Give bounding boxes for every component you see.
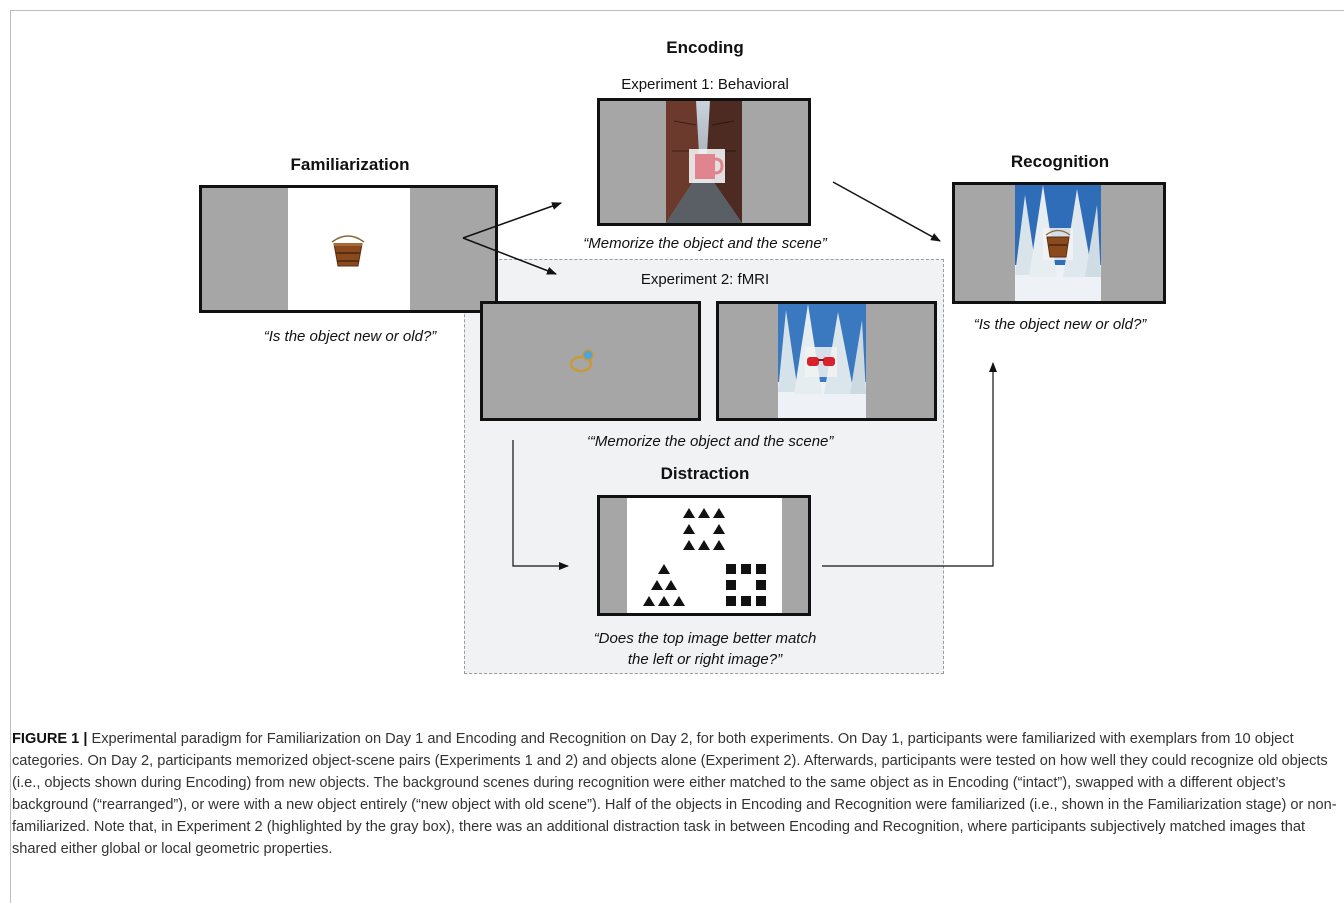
bucket-icon (1043, 228, 1073, 260)
square-shape (726, 596, 736, 606)
sunglasses-icon (805, 347, 837, 377)
triangle-shape (698, 540, 710, 550)
flow-arrows (462, 181, 997, 570)
frame-left-rule (10, 10, 11, 903)
square-shape (756, 596, 766, 606)
triangle-shape (658, 564, 670, 574)
recognition-prompt: “Is the object new or old?” (973, 316, 1147, 333)
arrow-familiarization-to-exp1 (462, 202, 562, 239)
frame-top-rule (10, 10, 1344, 11)
distraction-title: Distraction (660, 464, 750, 483)
figure-diagram: Encoding Experiment 1: Behavioral Famili… (199, 38, 1166, 674)
square-shape (741, 564, 751, 574)
right-stimulus (726, 564, 766, 606)
bucket-icon (331, 235, 365, 267)
arrow-exp2-to-distraction (512, 440, 569, 570)
square-shape (756, 580, 766, 590)
square-shape (726, 580, 736, 590)
experiment2-prompt: ‘“Memorize the object and the scene” (586, 433, 834, 450)
snow-forest-scene (778, 304, 866, 418)
distraction-prompt-line1: “Does the top image better match (593, 630, 817, 647)
triangle-shape (683, 508, 695, 518)
triangle-shape (651, 580, 663, 590)
experiment2-scene-screen (716, 301, 937, 421)
familiarization-screen (199, 185, 498, 313)
recognition-title: Recognition (1010, 152, 1110, 171)
distraction-prompt-line2: the left or right image?” (627, 651, 783, 668)
triangle-shape (698, 508, 710, 518)
square-shape (756, 564, 766, 574)
mug-icon (689, 149, 725, 183)
triangle-shape (683, 540, 695, 550)
triangle-shape (713, 524, 725, 534)
triangle-shape (683, 524, 695, 534)
familiarization-title: Familiarization (290, 155, 410, 174)
triangle-shape (713, 508, 725, 518)
left-stimulus (643, 564, 685, 606)
caption-text: Experimental paradigm for Familiarizatio… (12, 731, 1337, 857)
experiment1-encoding-screen (597, 98, 811, 226)
triangle-shape (643, 596, 655, 606)
square-shape (726, 564, 736, 574)
square-shape (741, 596, 751, 606)
experiment2-object-screen (480, 301, 701, 421)
distraction-screen (597, 495, 811, 616)
experiment1-label: Experiment 1: Behavioral (621, 76, 789, 93)
arrow-familiarization-to-exp2 (462, 237, 557, 275)
encoding-title: Encoding (666, 38, 744, 57)
arrow-exp1-to-recognition (832, 181, 941, 242)
experiment1-prompt: “Memorize the object and the scene” (583, 235, 827, 252)
arrow-distraction-to-recognition (822, 362, 997, 567)
figure-caption: FIGURE 1 | Experimental paradigm for Fam… (12, 728, 1337, 860)
familiarization-prompt: “Is the object new or old?” (263, 328, 437, 345)
experiment2-label: Experiment 2: fMRI (640, 271, 770, 288)
triangle-shape (665, 580, 677, 590)
recognition-screen (952, 182, 1166, 304)
figure-label: FIGURE 1 | (12, 731, 88, 747)
ring-icon (569, 349, 594, 373)
top-stimulus (683, 508, 725, 550)
triangle-shape (658, 596, 670, 606)
triangle-shape (673, 596, 685, 606)
triangle-shape (713, 540, 725, 550)
